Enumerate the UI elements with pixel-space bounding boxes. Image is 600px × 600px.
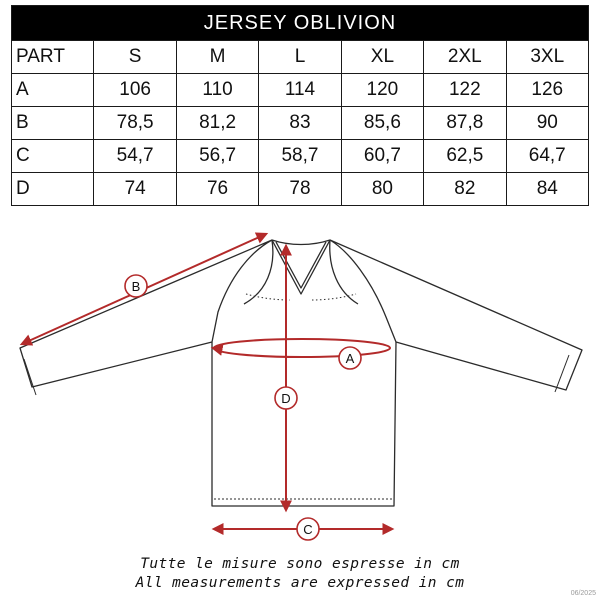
measure-c-badge: [296, 517, 320, 541]
table-cell: 80: [340, 172, 425, 206]
measure-a-badge: [338, 346, 362, 370]
table-cell: 85,6: [340, 106, 425, 140]
measure-c-label: C: [303, 522, 312, 537]
row-label: C: [10, 139, 95, 173]
measure-a-label: A: [346, 351, 355, 366]
table-cell: 76: [175, 172, 260, 206]
table-cell: 78: [258, 172, 342, 206]
jersey-left-sleeve: [19, 239, 273, 388]
jersey-right-sleeve: [329, 239, 583, 391]
measure-b-badge: [124, 274, 148, 298]
table-cell: 122: [423, 73, 507, 107]
table-row: A 106 110 114 120 122 126: [10, 73, 590, 107]
table-cell: 114: [258, 73, 342, 107]
table-row: B 78,5 81,2 83 85,6 87,8 90: [10, 106, 590, 140]
measure-b-label: B: [132, 279, 141, 294]
jersey-left-cuff-line: [23, 358, 37, 396]
jersey-body: [211, 341, 397, 507]
units-note-italian: Tutte le misure sono espresse in cm: [140, 556, 460, 572]
table-cell: 60,7: [340, 139, 425, 173]
table-title: JERSEY OBLIVION: [11, 5, 589, 41]
table-cell: 120: [340, 73, 425, 107]
table-row: D 74 76 78 80 82 84: [10, 172, 590, 206]
table-header-row: PART S M L XL 2XL 3XL: [10, 40, 590, 74]
jersey-left-mesh-panel: [245, 293, 291, 301]
measure-a: A: [210, 338, 391, 370]
table-cell: 126: [505, 73, 590, 107]
table-cell: 56,7: [175, 139, 260, 173]
row-label: D: [10, 172, 95, 206]
header-size-3xl: 3XL: [505, 40, 590, 74]
table-cell: 74: [93, 172, 177, 206]
table-cell: 54,7: [93, 139, 177, 173]
header-part: PART: [10, 40, 95, 74]
measure-c: C: [211, 517, 395, 541]
table-cell: 78,5: [93, 106, 177, 140]
measure-d-label: D: [281, 391, 290, 406]
table-cell: 62,5: [423, 139, 507, 173]
table-cell: 83: [258, 106, 342, 140]
table-cell: 81,2: [175, 106, 260, 140]
units-note-english: All measurements are expressed in cm: [135, 575, 465, 591]
jersey-collar: [271, 239, 331, 295]
measure-a-ellipse: [213, 338, 391, 358]
header-size-2xl: 2XL: [423, 40, 507, 74]
table-cell: 82: [423, 172, 507, 206]
measure-b: B: [19, 232, 269, 346]
table-cell: 87,8: [423, 106, 507, 140]
date-stamp: 06/2025: [570, 590, 596, 597]
measure-d-badge: [274, 386, 298, 410]
jersey-right-mesh-panel: [311, 293, 357, 301]
measure-d: D: [274, 243, 298, 513]
measure-a-arrow: [210, 343, 224, 356]
table-cell: 58,7: [258, 139, 342, 173]
table-cell: 84: [505, 172, 590, 206]
table-cell: 90: [505, 106, 590, 140]
header-size-m: M: [175, 40, 260, 74]
jersey-outline: [19, 239, 583, 507]
row-label: B: [10, 106, 95, 140]
header-size-xl: XL: [340, 40, 425, 74]
header-size-l: L: [258, 40, 342, 74]
jersey-right-raglan-seam: [329, 239, 359, 305]
header-size-s: S: [93, 40, 177, 74]
table-cell: 64,7: [505, 139, 590, 173]
table-title-row: JERSEY OBLIVION: [11, 5, 589, 41]
jersey-right-cuff-line: [554, 354, 570, 393]
table-row: C 54,7 56,7 58,7 60,7 62,5 64,7: [10, 139, 590, 173]
table-cell: 110: [175, 73, 260, 107]
size-chart-table: JERSEY OBLIVION PART S M L XL 2XL 3XL A …: [10, 5, 590, 206]
row-label: A: [10, 73, 95, 107]
jersey-measurement-diagram: B A D C: [19, 232, 583, 541]
table-cell: 106: [93, 73, 177, 107]
